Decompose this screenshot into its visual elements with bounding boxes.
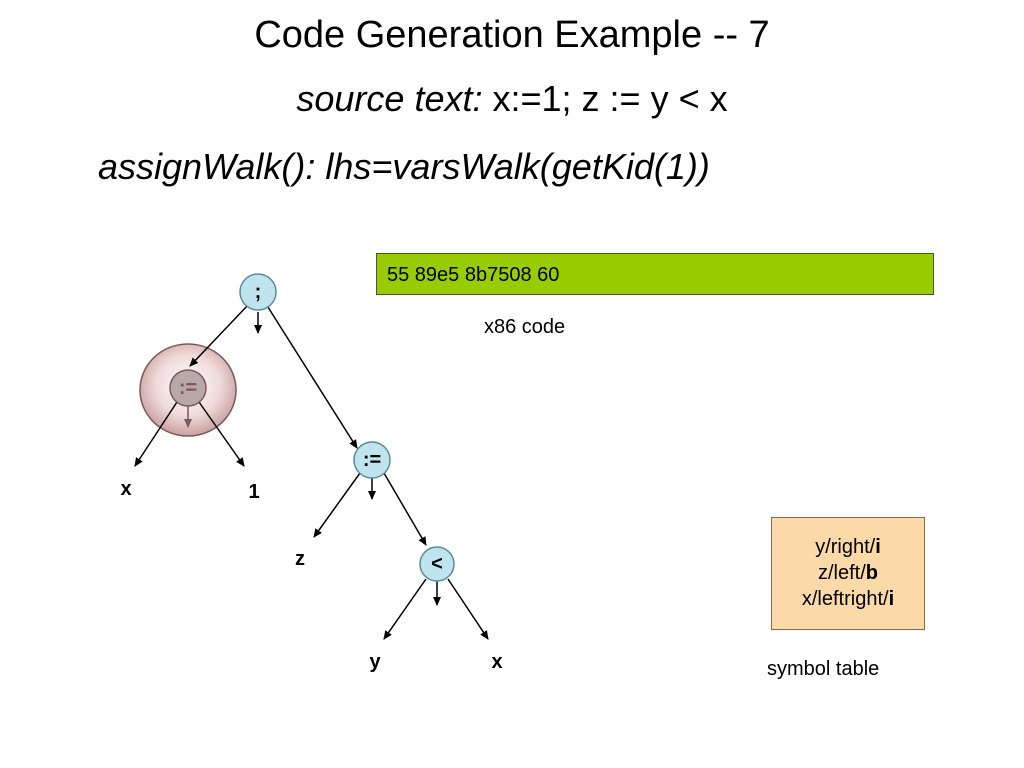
leaf-z: z (295, 548, 305, 570)
tree-node-assign-right: := (353, 441, 391, 479)
slide-title: Code Generation Example -- 7 (254, 14, 770, 56)
source-text-code: x:=1; z := y < x (482, 78, 728, 119)
edge-assign-left-x (134, 401, 178, 467)
edge-lt-x (447, 578, 489, 640)
symbol-table-box: y/right/i z/left/b x/leftright/i (771, 517, 925, 630)
svg-text::=: := (363, 449, 381, 471)
symbol-table-caption: symbol table (767, 658, 880, 680)
leaf-y: y (369, 651, 381, 673)
svg-text::=: := (179, 377, 197, 399)
tree-node-less-than: < (419, 546, 455, 582)
tree-node-assign-left: := (169, 369, 207, 407)
symbol-row-z: z/left/b (817, 562, 878, 584)
leaf-one: 1 (248, 481, 259, 503)
svg-text:;: ; (255, 281, 262, 303)
edge-lt-y (383, 578, 427, 640)
edge-root-right (265, 303, 358, 449)
svg-text:<: < (431, 553, 443, 575)
symbol-row-x: x/leftright/i (801, 588, 895, 610)
leaf-x-right: x (491, 651, 502, 673)
edge-assign-left-1 (198, 401, 245, 467)
edge-assign-right-z (313, 472, 361, 538)
x86-code-box: 55 89e5 8b7508 60 (376, 253, 934, 295)
edge-assign-right-lt (383, 472, 427, 546)
x86-code-caption: x86 code (484, 316, 566, 338)
leaf-x-left: x (120, 478, 131, 500)
tree-node-seq: ; (239, 273, 277, 311)
source-text-line: source text: x:=1; z := y < x (0, 76, 1024, 122)
source-text-label: source text: (296, 78, 483, 119)
assign-walk-line: assignWalk(): lhs=varsWalk(getKid(1)) (98, 146, 710, 187)
edge-root-left (189, 303, 250, 367)
symbol-row-y: y/right/i (815, 536, 881, 558)
